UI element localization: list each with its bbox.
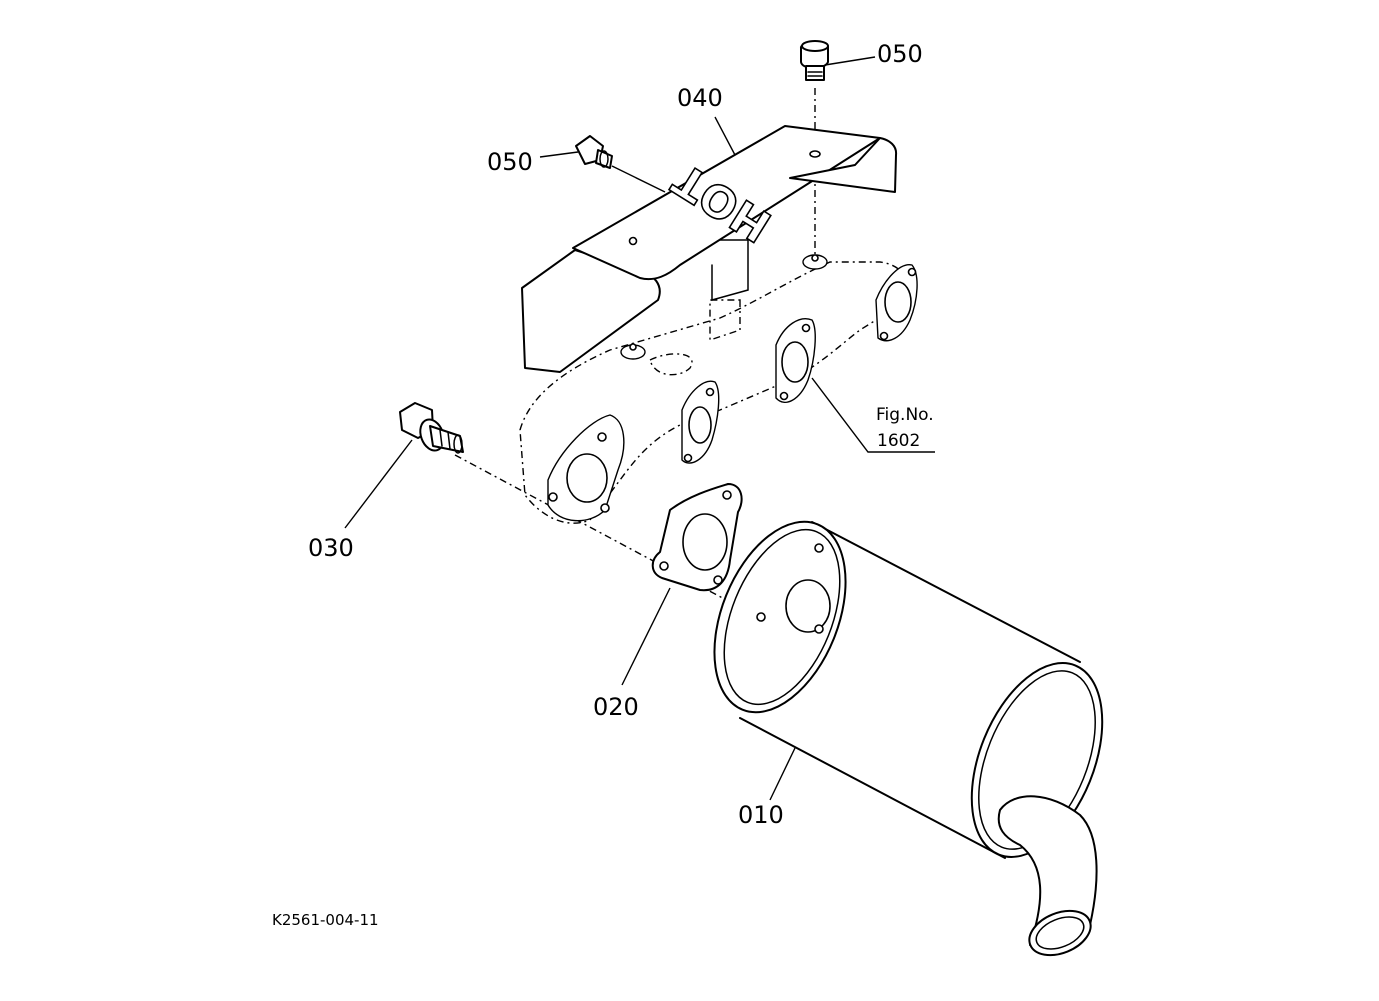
tail-pipe-outlet	[1028, 909, 1092, 957]
leader-040	[714, 116, 736, 156]
exhaust-manifold	[519, 254, 918, 524]
heat-shield-hole-front	[628, 236, 638, 246]
part-label-020: 020	[593, 693, 639, 721]
muffler	[713, 520, 1104, 957]
part-label-010: 010	[738, 801, 784, 829]
bolt-030	[399, 402, 464, 454]
bolt-050-top	[800, 40, 829, 81]
bolt-050-left	[575, 135, 613, 169]
leader-030	[344, 439, 413, 529]
leader-020	[621, 587, 671, 686]
part-label-040: 040	[677, 84, 723, 112]
gasket	[651, 483, 743, 592]
leader-fig-ref	[811, 377, 935, 453]
drawing-code: K2561-004-11	[272, 911, 379, 929]
figure-ref-line-2: 1602	[877, 431, 920, 451]
part-label-030: 030	[308, 534, 354, 562]
leader-010	[769, 747, 796, 801]
part-label-050-left: 050	[487, 148, 533, 176]
heat-shield: HOT	[521, 125, 898, 373]
figure-ref-line-1: Fig.No.	[876, 405, 934, 425]
leader-050-left	[539, 151, 579, 158]
muffler-inlet-port	[785, 579, 831, 633]
leader-lines	[344, 56, 935, 801]
heat-shield-hole-top	[809, 150, 821, 158]
leader-050-top	[824, 56, 876, 66]
part-label-050-top: 050	[877, 40, 923, 68]
leader-050-left-to-shield	[611, 165, 666, 193]
